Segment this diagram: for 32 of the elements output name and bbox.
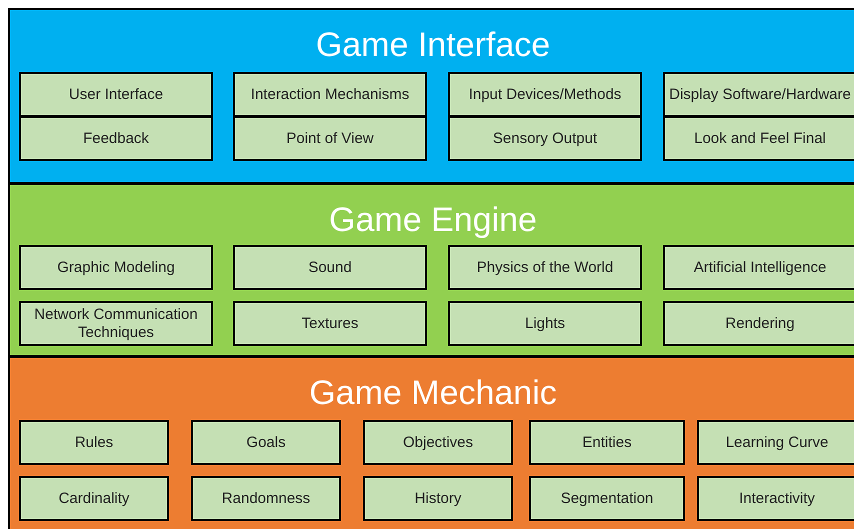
component-box: Sound xyxy=(233,245,427,290)
component-box: Feedback xyxy=(19,116,213,161)
layer-band xyxy=(8,183,854,357)
component-box: Rules xyxy=(19,420,169,465)
component-box: Cardinality xyxy=(19,476,169,521)
component-box: Interactivity xyxy=(697,476,854,521)
component-box: History xyxy=(363,476,513,521)
component-box: Physics of the World xyxy=(448,245,642,290)
component-box: Interaction Mechanisms xyxy=(233,72,427,117)
component-box: Textures xyxy=(233,301,427,346)
component-box: Graphic Modeling xyxy=(19,245,213,290)
component-box: Goals xyxy=(191,420,341,465)
component-box: Sensory Output xyxy=(448,116,642,161)
component-box: Display Software/Hardware xyxy=(663,72,854,117)
component-box: Segmentation xyxy=(529,476,685,521)
component-box: Lights xyxy=(448,301,642,346)
component-box: Entities xyxy=(529,420,685,465)
component-box: Randomness xyxy=(191,476,341,521)
component-box: Objectives xyxy=(363,420,513,465)
component-box: Point of View xyxy=(233,116,427,161)
layer-band xyxy=(8,356,854,529)
layer-title: Game Interface xyxy=(314,25,552,65)
component-box: Learning Curve xyxy=(697,420,854,465)
component-box: Network Communication Techniques xyxy=(19,301,213,346)
component-box: Rendering xyxy=(663,301,854,346)
component-box: Input Devices/Methods xyxy=(448,72,642,117)
component-box: User Interface xyxy=(19,72,213,117)
component-box: Artificial Intelligence xyxy=(663,245,854,290)
component-box: Look and Feel Final xyxy=(663,116,854,161)
layer-title: Game Mechanic xyxy=(308,373,558,413)
layer-band xyxy=(8,8,854,184)
layer-title: Game Engine xyxy=(328,200,538,240)
